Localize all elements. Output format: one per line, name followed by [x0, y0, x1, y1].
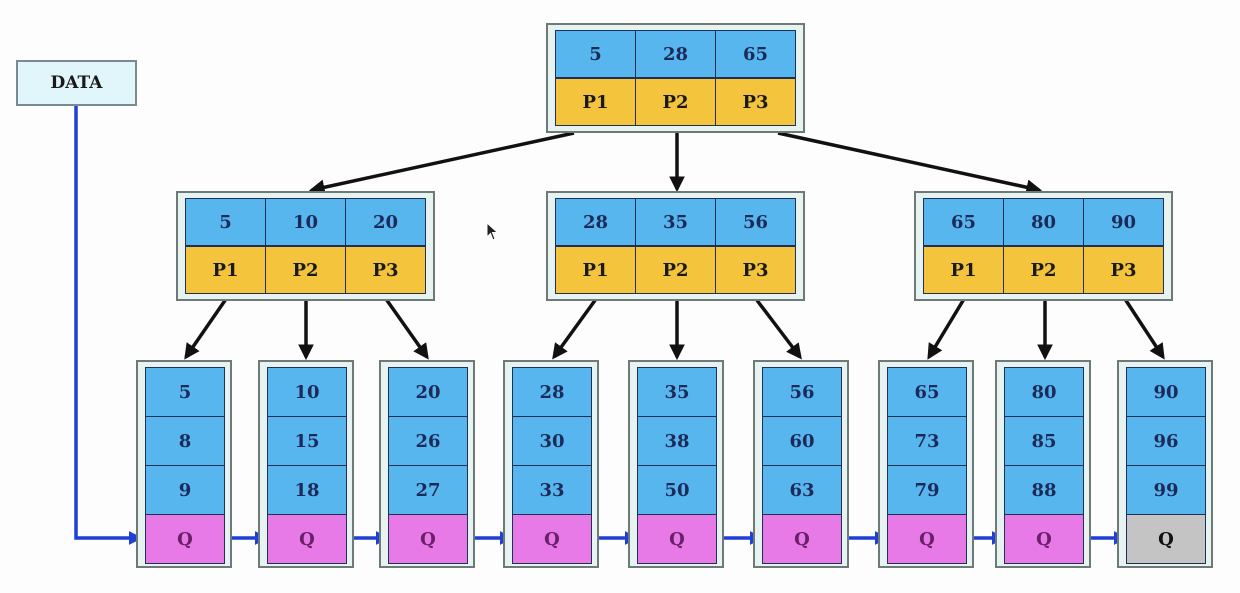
pointer-cell: P2	[635, 78, 716, 126]
pointer-cell: P3	[1083, 246, 1164, 294]
leaf-key-cell: 28	[512, 367, 592, 417]
leaf-key-cell: 90	[1126, 367, 1206, 417]
leaf-key-cell: 60	[762, 416, 842, 466]
leaf-key-cell: 33	[512, 465, 592, 515]
pointer-cell: P2	[635, 246, 716, 294]
pointer-cell: P3	[345, 246, 426, 294]
leaf-next-pointer-null: Q	[1126, 514, 1206, 564]
leaf-next-pointer: Q	[388, 514, 468, 564]
tree-edge	[384, 297, 429, 360]
tree-edge	[777, 131, 1043, 196]
pointer-cell: P2	[1003, 246, 1084, 294]
leaf-key-cell: 50	[637, 465, 717, 515]
leaf-next-pointer: Q	[762, 514, 842, 564]
pointer-cell: P3	[715, 78, 796, 126]
tree-edge	[927, 298, 966, 360]
leaf-key-cell: 73	[887, 416, 967, 466]
leaf-key-cell: 15	[267, 416, 347, 466]
leaf-next-pointer: Q	[887, 514, 967, 564]
data-pointer-edge	[74, 106, 143, 545]
leaf-next-pointer: Q	[1004, 514, 1084, 564]
key-cell: 90	[1083, 198, 1164, 246]
leaf-key-cell: 80	[1004, 367, 1084, 417]
leaf-key-cell: 63	[762, 465, 842, 515]
leaf-key-cell: 27	[388, 465, 468, 515]
pointer-cell: P3	[715, 246, 796, 294]
pointer-cell: P2	[265, 246, 346, 294]
leaf-next-pointer: Q	[637, 514, 717, 564]
leaf-next-pointer: Q	[512, 514, 592, 564]
leaf-next-pointer: Q	[145, 514, 225, 564]
leaf-key-cell: 18	[267, 465, 347, 515]
leaf-key-cell: 9	[145, 465, 225, 515]
leaf-key-cell: 85	[1004, 416, 1084, 466]
key-cell: 28	[635, 30, 716, 78]
leaf-key-cell: 26	[388, 416, 468, 466]
pointer-cell: P1	[185, 246, 266, 294]
leaf-key-cell: 88	[1004, 465, 1084, 515]
key-cell: 20	[345, 198, 426, 246]
leaf-key-cell: 38	[637, 416, 717, 466]
leaf-key-cell: 5	[145, 367, 225, 417]
key-cell: 65	[923, 198, 1004, 246]
leaf-key-cell: 56	[762, 367, 842, 417]
leaf-key-cell: 35	[637, 367, 717, 417]
leaf-key-cell: 30	[512, 416, 592, 466]
key-cell: 80	[1003, 198, 1084, 246]
leaf-key-cell: 20	[388, 367, 468, 417]
tree-edge	[184, 298, 228, 360]
pointer-cell: P1	[923, 246, 1004, 294]
key-cell: 65	[715, 30, 796, 78]
leaf-next-pointer: Q	[267, 514, 347, 564]
leaf-key-cell: 10	[267, 367, 347, 417]
key-cell: 5	[185, 198, 266, 246]
tree-edge	[552, 297, 598, 360]
mouse-pointer-icon	[486, 222, 499, 241]
pointer-cell: P1	[555, 78, 636, 126]
leaf-key-cell: 99	[1126, 465, 1206, 515]
leaf-key-cell: 8	[145, 416, 225, 466]
leaf-key-cell: 79	[887, 465, 967, 515]
leaf-key-cell: 65	[887, 367, 967, 417]
key-cell: 56	[715, 198, 796, 246]
key-cell: 5	[555, 30, 636, 78]
data-label: DATA	[50, 73, 103, 93]
key-cell: 28	[555, 198, 636, 246]
tree-edge	[308, 131, 575, 196]
leaf-key-cell: 96	[1126, 416, 1206, 466]
tree-edge	[1123, 298, 1165, 360]
tree-edge	[754, 297, 802, 360]
data-entry-box: DATA	[16, 60, 137, 106]
pointer-cell: P1	[555, 246, 636, 294]
key-cell: 10	[265, 198, 346, 246]
key-cell: 35	[635, 198, 716, 246]
